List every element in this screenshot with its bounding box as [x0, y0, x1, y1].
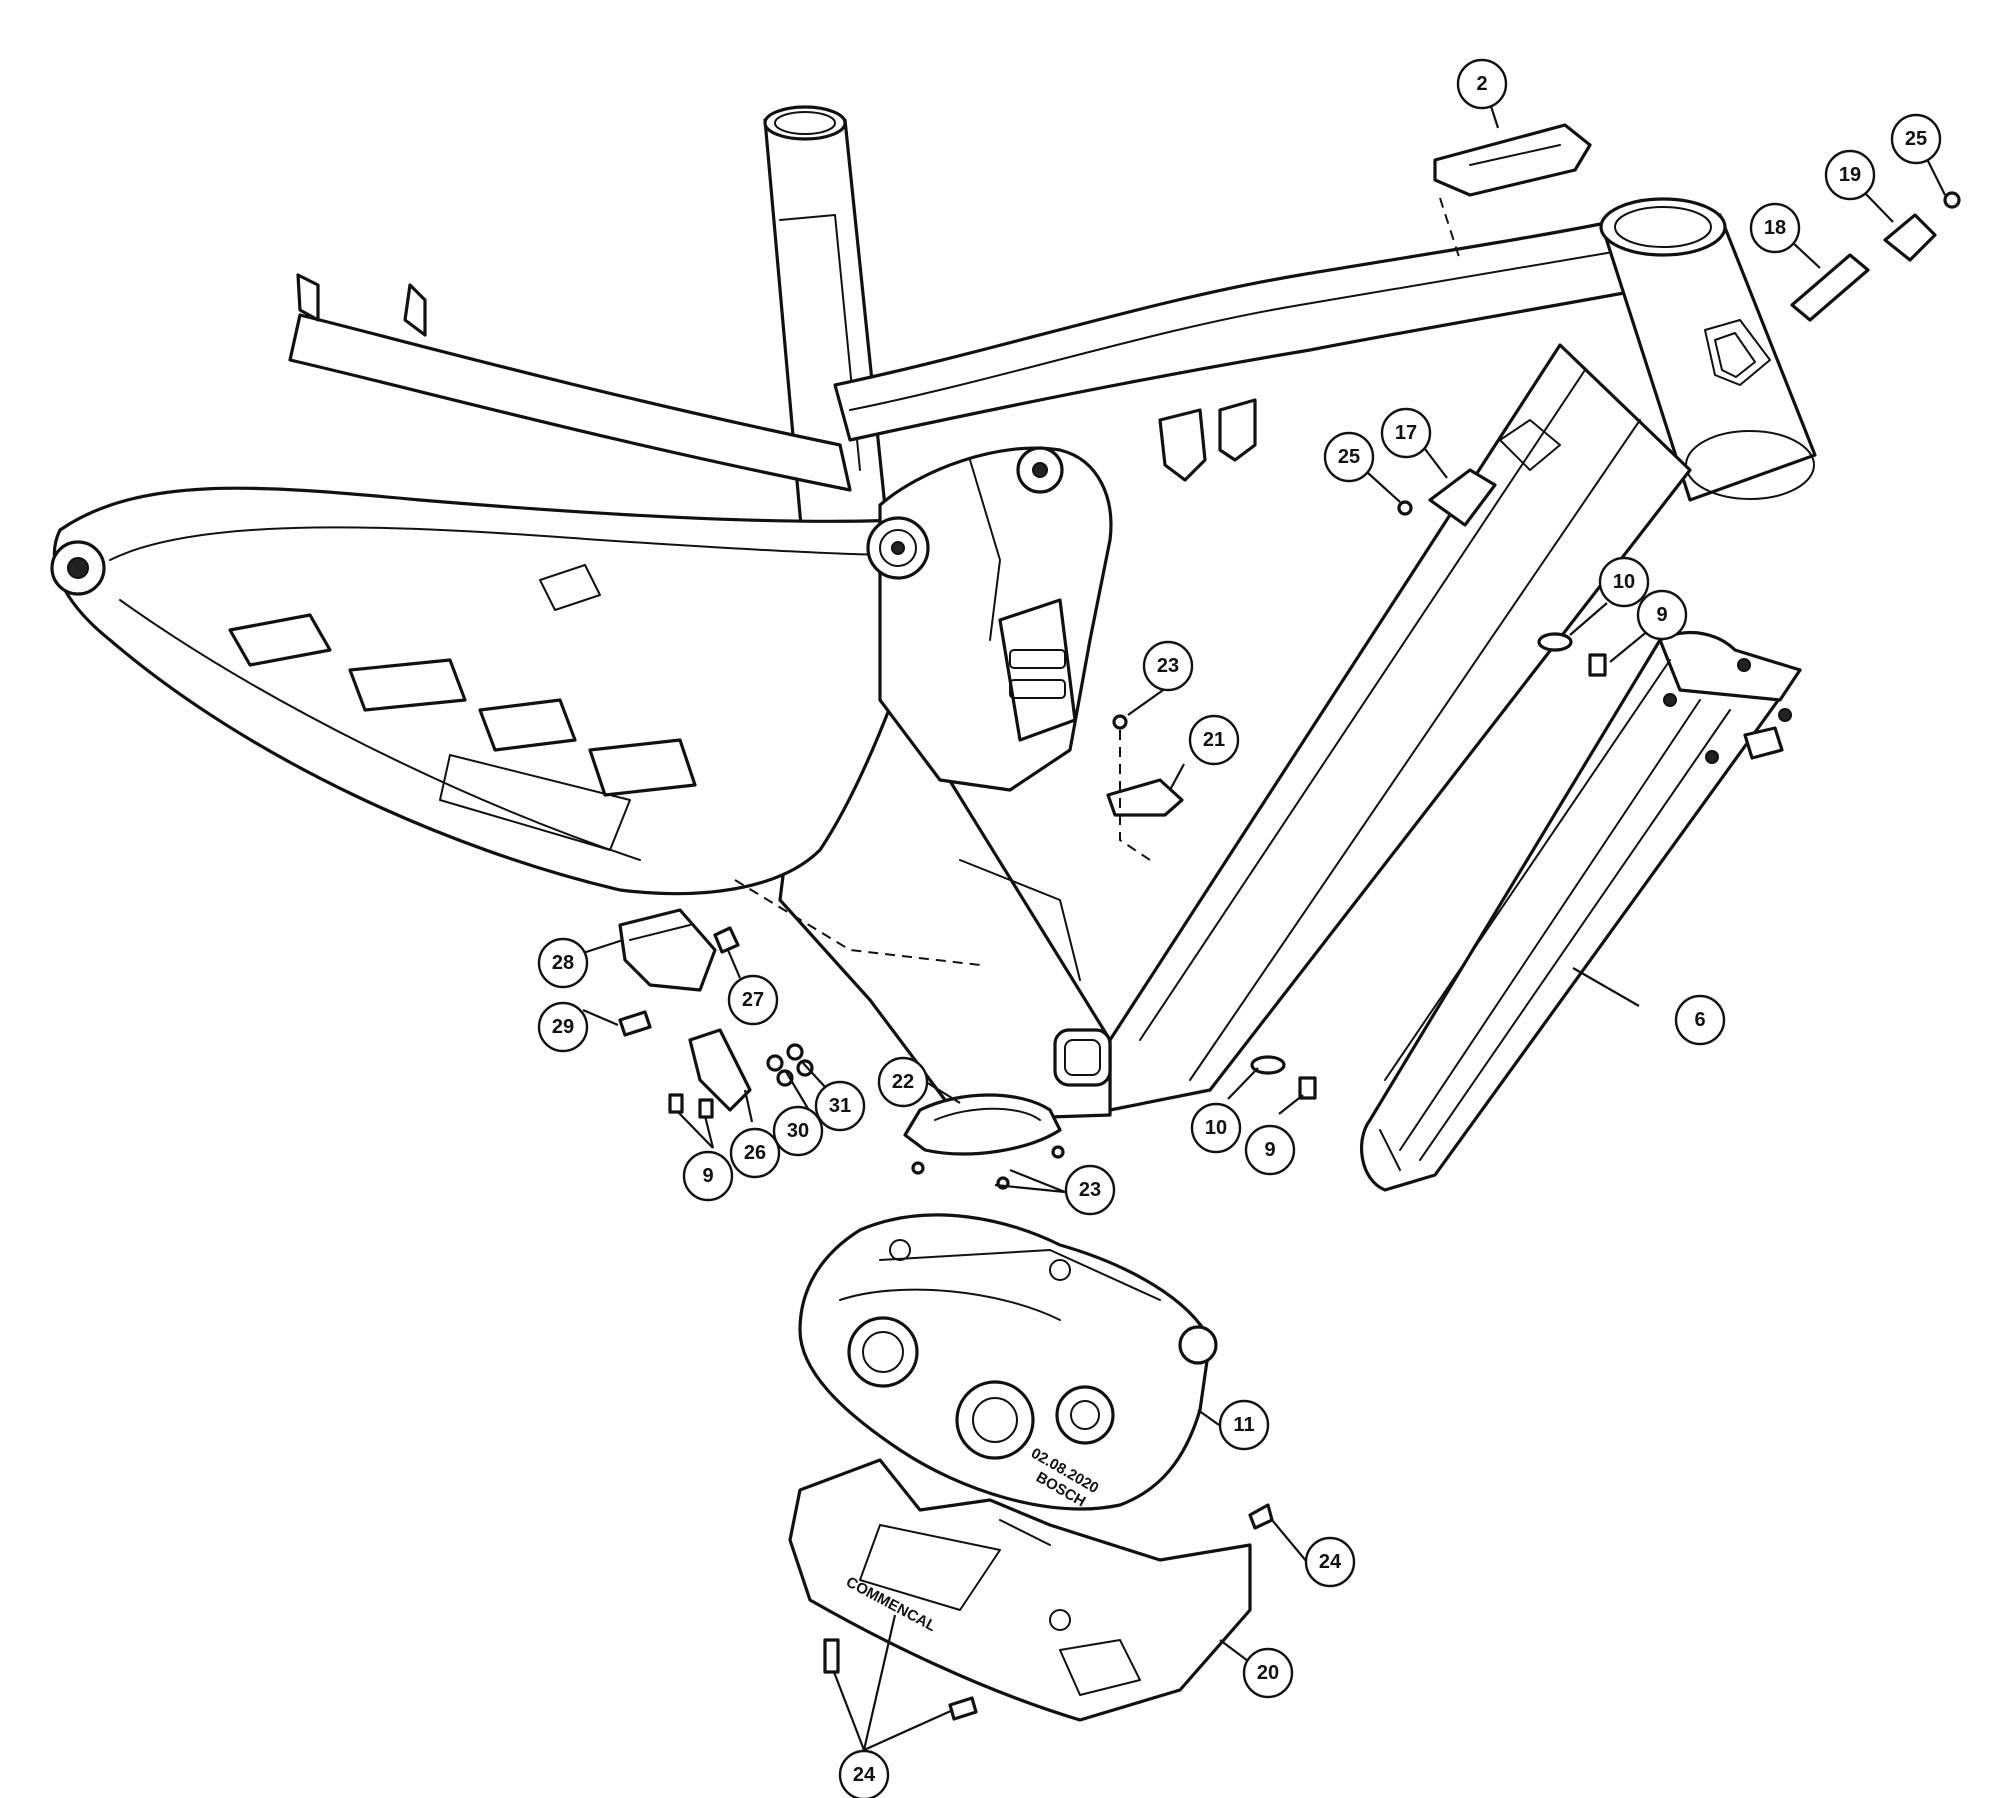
callout-27: 27	[727, 974, 779, 1026]
part-25-bolt	[1943, 191, 1961, 209]
callout-10: 10	[1190, 1102, 1242, 1154]
battery	[1360, 631, 1802, 1192]
part-17-bracket	[1428, 468, 1497, 527]
callout-19: 19	[1824, 149, 1876, 201]
callout-26: 26	[729, 1127, 781, 1179]
svg-text:23: 23	[1079, 1179, 1101, 1201]
svg-text:9: 9	[1656, 604, 1667, 626]
callout-25: 25	[1890, 113, 1942, 165]
part-22-plate	[903, 1093, 1062, 1156]
svg-text:20: 20	[1257, 1662, 1279, 1684]
callout-9: 9	[1636, 589, 1688, 641]
callout-28: 28	[537, 937, 589, 989]
swingarm	[50, 273, 1113, 896]
callout-20: 20	[1242, 1647, 1294, 1699]
part-28-chain-guide	[618, 908, 717, 992]
svg-text:30: 30	[787, 1120, 809, 1142]
callout-9: 9	[682, 1150, 734, 1202]
callout-23: 23	[1142, 640, 1194, 692]
callout-22: 22	[877, 1056, 929, 1108]
svg-text:31: 31	[829, 1095, 851, 1117]
motor: BOSCH 02.08.2020	[798, 1213, 1218, 1511]
callouts: 2 25 19 18 17 25 10 9 23 21 6 28 29 27 3…	[537, 58, 1942, 1798]
part-9-bolt	[1588, 653, 1607, 677]
skid-plate: COMMENCAL	[788, 1458, 1252, 1722]
svg-text:9: 9	[702, 1165, 713, 1187]
assembly-lines	[734, 197, 1461, 966]
callout-24: 24	[838, 1749, 890, 1798]
callout-10: 10	[1598, 556, 1650, 608]
svg-text:25: 25	[1338, 446, 1360, 468]
svg-text:17: 17	[1395, 422, 1417, 444]
svg-text:29: 29	[552, 1016, 574, 1038]
svg-text:10: 10	[1613, 571, 1635, 593]
svg-text:21: 21	[1203, 729, 1225, 751]
callout-17: 17	[1380, 407, 1432, 459]
svg-text:2: 2	[1476, 73, 1487, 95]
callout-30: 30	[772, 1105, 824, 1157]
callout-9: 9	[1244, 1124, 1296, 1176]
svg-text:9: 9	[1264, 1139, 1275, 1161]
svg-text:24: 24	[853, 1764, 876, 1786]
part-31-washer	[786, 1043, 804, 1061]
part-10-washer-2	[1250, 1055, 1286, 1075]
callout-29: 29	[537, 1001, 589, 1053]
svg-text:28: 28	[552, 952, 574, 974]
callout-31: 31	[814, 1080, 866, 1132]
svg-text:10: 10	[1205, 1117, 1227, 1139]
callout-24: 24	[1304, 1536, 1356, 1588]
part-24-bolt	[1248, 1503, 1274, 1530]
callout-25: 25	[1323, 431, 1375, 483]
svg-text:22: 22	[892, 1071, 914, 1093]
callout-11: 11	[1218, 1399, 1270, 1451]
callout-2: 2	[1456, 58, 1508, 110]
part-29-bolt	[618, 1010, 652, 1037]
svg-text:24: 24	[1319, 1551, 1342, 1573]
callout-23: 23	[1064, 1164, 1116, 1216]
callout-21: 21	[1188, 714, 1240, 766]
small-parts	[618, 123, 1961, 1721]
svg-text:6: 6	[1694, 1009, 1705, 1031]
svg-text:11: 11	[1233, 1414, 1254, 1436]
svg-text:19: 19	[1839, 164, 1861, 186]
svg-text:18: 18	[1764, 217, 1786, 239]
callout-18: 18	[1749, 202, 1801, 254]
part-23-screw	[1112, 714, 1128, 730]
part-30-washer	[766, 1054, 784, 1072]
part-21-guide	[1106, 778, 1184, 817]
part-2-cover	[1433, 123, 1592, 197]
part-10-washer	[1537, 632, 1573, 652]
part-18-pin	[1790, 253, 1870, 322]
part-27-bolt	[713, 926, 740, 954]
part-25-bolt-2	[1397, 500, 1413, 516]
callout-6: 6	[1674, 994, 1726, 1046]
part-26-hanger	[688, 1028, 752, 1112]
svg-text:25: 25	[1905, 128, 1927, 150]
svg-text:27: 27	[742, 989, 764, 1011]
part-19-clamp	[1883, 213, 1937, 262]
svg-text:23: 23	[1157, 655, 1179, 677]
svg-text:26: 26	[744, 1142, 766, 1164]
front-triangle	[763, 105, 1817, 1122]
